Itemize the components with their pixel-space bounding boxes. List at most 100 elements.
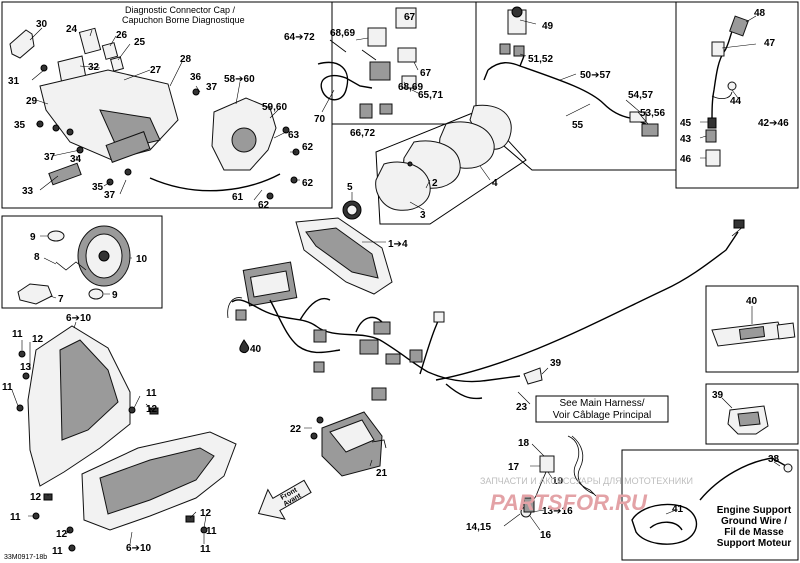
callout-68-69-a: 68,69 [330,28,355,39]
reflector-center-part [98,250,110,262]
grommet-part [711,41,725,57]
callout-62-b: 62 [302,178,314,189]
regulator-wire [371,439,387,449]
callout-37-b: 37 [44,152,56,163]
gauge-group: 5 2 3 4 1➔4 [295,104,527,295]
sensor-leaders [699,15,757,159]
grease-drop-icon [239,339,249,353]
ground-strap-loop-part [631,503,698,545]
screw-part [128,406,136,414]
callout-27: 27 [150,65,162,76]
watermark-line1: ЗАПЧАСТИ И АКСЕССУАРЫ ДЛЯ МОТОТЕХНИКИ [480,476,693,486]
main-harness-line2: Voir Câblage Principal [553,410,651,421]
callout-47: 47 [764,38,776,49]
callout-58-60: 58➔60 [224,74,255,85]
callout-37-a: 37 [206,82,218,93]
callout-3: 3 [420,210,426,221]
callout-12-c: 12 [30,492,42,503]
relay-part [395,7,417,29]
callout-12-d: 12 [56,529,68,540]
callout-9-a: 9 [30,232,36,243]
callout-1-4: 1➔4 [388,239,408,250]
diagnostic-caption-line1: Diagnostic Connector Cap / [125,5,236,15]
harness-connector-part [385,353,401,365]
harness-branch-end [445,383,483,400]
callout-25: 25 [134,37,146,48]
spring-clip-part [55,261,87,271]
clip-box-leader [721,397,733,409]
callout-26: 26 [116,30,128,41]
bulb-small-part [88,288,104,300]
engine-support-line3: Fil de Masse [724,527,784,538]
main-harness-tail [427,371,521,383]
harness-riser [419,315,441,375]
screw-part [16,404,24,412]
relay-wire [317,61,373,101]
callout-59-60: 59,60 [262,102,287,113]
regulator-group: 22 21 [290,411,388,479]
callout-13-16: 13➔16 [542,506,573,517]
voltage-regulator-fins-part [329,419,375,453]
relay-leaders [321,15,421,119]
callout-7: 7 [58,294,64,305]
callout-35: 35 [14,120,26,131]
callout-43: 43 [680,134,692,145]
tether-coil-wire [571,435,595,495]
leader-lines [29,27,300,201]
callout-11-a: 11 [12,329,23,340]
callout-62-c: 62 [258,200,270,211]
relay-socket-part [367,27,387,47]
harness-connector-part [409,349,423,363]
engine-support-line2: Ground Wire / [721,516,787,527]
callout-70: 70 [314,114,326,125]
callout-40-a: 40 [250,344,262,355]
bolt-part [66,128,74,136]
headlight-reflector-lower-part [99,447,215,515]
diagnostic-caption-line2: Capuchon Borne Diagnostique [122,15,245,25]
servo-gear-part [231,127,257,153]
terminal-part [707,117,717,129]
callout-66-72: 66,72 [350,128,375,139]
callout-16: 16 [540,530,552,541]
callout-40-b: 40 [746,296,758,307]
callout-64-72: 64➔72 [284,32,315,43]
callout-51-52: 51,52 [528,54,553,65]
tether-leaders [503,443,553,531]
connector-cap-small-part [101,42,119,60]
callout-24: 24 [66,24,78,35]
screw-part [407,161,413,167]
screw-part [266,192,274,200]
harness-clip-inner-part [737,411,761,427]
callout-11-f: 11 [200,544,211,555]
main-harness-wire [231,299,429,373]
connector-plug-part [110,56,124,72]
diagnostic-cover-part [9,29,35,59]
connector-part [379,103,393,115]
main-harness-assembly: 40 39 23 See Main Harness/ Voir Câblage … [227,219,745,423]
headlight-bulb-group: 9 10 8 7 9 [17,225,148,305]
callout-4: 4 [492,178,498,189]
callout-13: 13 [20,362,32,373]
frame-ground-box [621,449,799,561]
callout-38: 38 [768,454,780,465]
grease-tube-group: 40 [711,296,796,347]
instrument-cluster-screen-part [305,227,379,279]
relay-part [397,47,417,63]
callout-39-b: 39 [712,390,724,401]
clip-leader [541,367,549,375]
long-harness-wire [435,231,739,381]
clip-nut-part [149,407,159,415]
harness-plug-part [433,311,445,323]
harness-wire [487,62,647,125]
main-harness-branch [269,299,341,354]
harness-leaders [519,19,649,125]
gauge-knob-face-part [346,204,358,216]
screw-part [282,126,290,134]
long-harness-plug-part [733,219,745,229]
callout-12-b: 12 [146,404,158,415]
relay-group: 64➔72 68,69 67 68,69 67 65,71 70 66,72 [284,7,443,139]
callout-9-b: 9 [112,290,118,301]
seal-part [705,129,717,143]
callout-10: 10 [136,254,148,265]
